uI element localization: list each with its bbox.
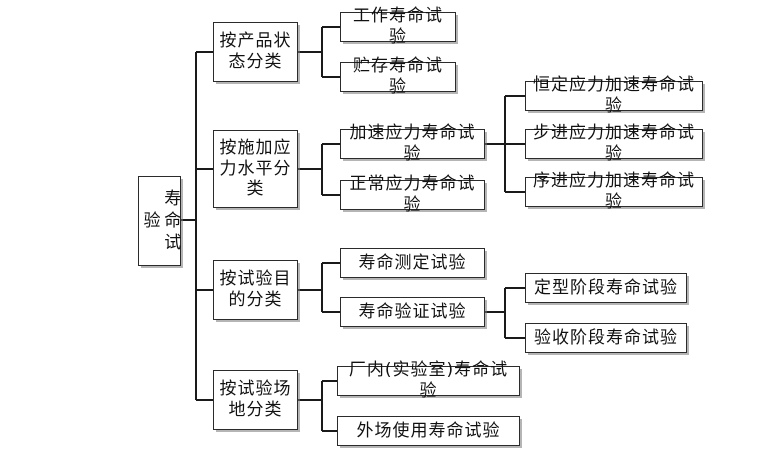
- node-leaf-field-use-life-test[interactable]: 外场使用寿命试验: [337, 416, 520, 446]
- node-sub-finalization-stage-life-test[interactable]: 定型阶段寿命试验: [525, 273, 687, 303]
- node-category-test-purpose[interactable]: 按试验目的分类: [213, 260, 298, 320]
- node-category-product-state[interactable]: 按产品状态分类: [213, 22, 298, 82]
- node-leaf-life-measurement-test[interactable]: 寿命测定试验: [340, 248, 485, 278]
- node-category-test-site[interactable]: 按试验场地分类: [213, 370, 298, 430]
- node-sub-progressive-stress-accelerated-life-test[interactable]: 序进应力加速寿命试验: [525, 171, 703, 212]
- node-sub-constant-stress-accelerated-life-test[interactable]: 恒定应力加速寿命试验: [525, 75, 703, 116]
- node-leaf-working-life-test[interactable]: 工作寿命试验: [340, 6, 456, 47]
- node-sub-acceptance-stage-life-test[interactable]: 验收阶段寿命试验: [525, 323, 687, 353]
- node-leaf-accelerated-stress-life-test[interactable]: 加速应力寿命试验: [340, 123, 485, 164]
- node-leaf-in-plant-laboratory-life-test[interactable]: 厂内(实验室)寿命试验: [337, 360, 520, 401]
- node-leaf-storage-life-test[interactable]: 贮存寿命试验: [340, 56, 456, 97]
- node-root[interactable]: 寿命试验: [138, 176, 181, 266]
- node-category-stress-level[interactable]: 按施加应力水平分类: [213, 130, 298, 208]
- node-leaf-life-verification-test[interactable]: 寿命验证试验: [340, 297, 485, 327]
- node-leaf-normal-stress-life-test[interactable]: 正常应力寿命试验: [340, 174, 485, 215]
- node-sub-step-stress-accelerated-life-test[interactable]: 步进应力加速寿命试验: [525, 123, 703, 164]
